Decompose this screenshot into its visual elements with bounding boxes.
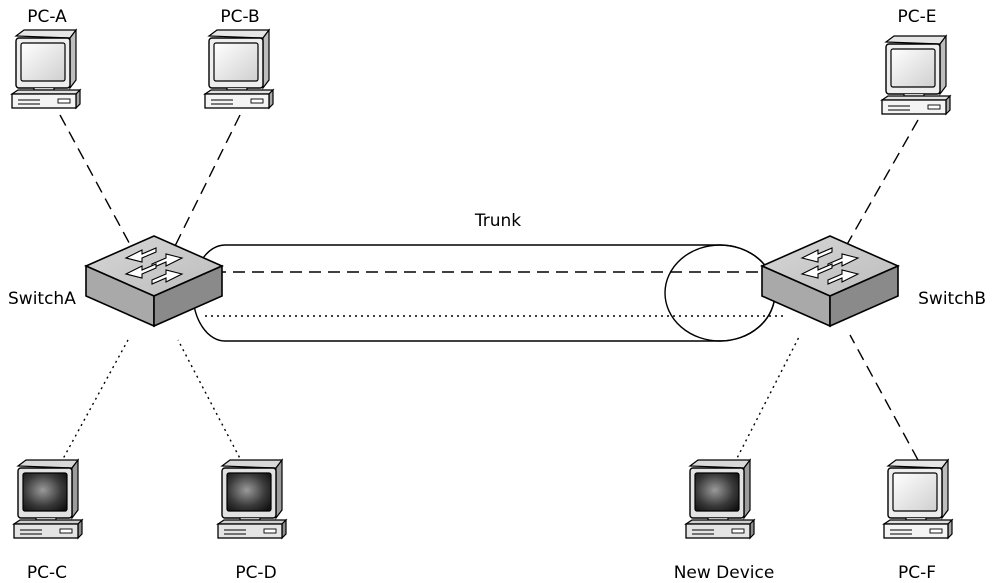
pc-b-label: PC-B (220, 7, 259, 27)
trunk-label: Trunk (474, 211, 521, 231)
pc-a-icon (11, 29, 81, 109)
links (57, 114, 919, 469)
link-pc-c (57, 339, 129, 469)
switch-b-label: SwitchB (918, 289, 986, 309)
link-pc-e (844, 119, 919, 249)
pc-d-icon (217, 459, 287, 539)
pc-e-icon (881, 35, 951, 115)
new-device-label: New Device (674, 563, 775, 583)
new-device-icon (685, 459, 755, 539)
pc-d-label: PC-D (235, 563, 276, 583)
pc-b-icon (204, 29, 274, 109)
switch-a-label: SwitchA (8, 289, 76, 309)
pc-a-label: PC-A (27, 7, 67, 27)
link-pc-f (849, 334, 919, 461)
pc-f-icon (883, 459, 953, 539)
trunk-pipe (192, 244, 776, 342)
link-pc-a (59, 114, 134, 251)
link-pc-d (177, 339, 246, 469)
pc-f-label: PC-F (898, 563, 936, 583)
pc-c-icon (13, 459, 83, 539)
switch-b-icon (761, 235, 899, 327)
link-new-device (731, 334, 801, 469)
link-pc-b (172, 114, 241, 251)
pc-e-label: PC-E (898, 7, 937, 27)
pc-c-label: PC-C (27, 563, 67, 583)
